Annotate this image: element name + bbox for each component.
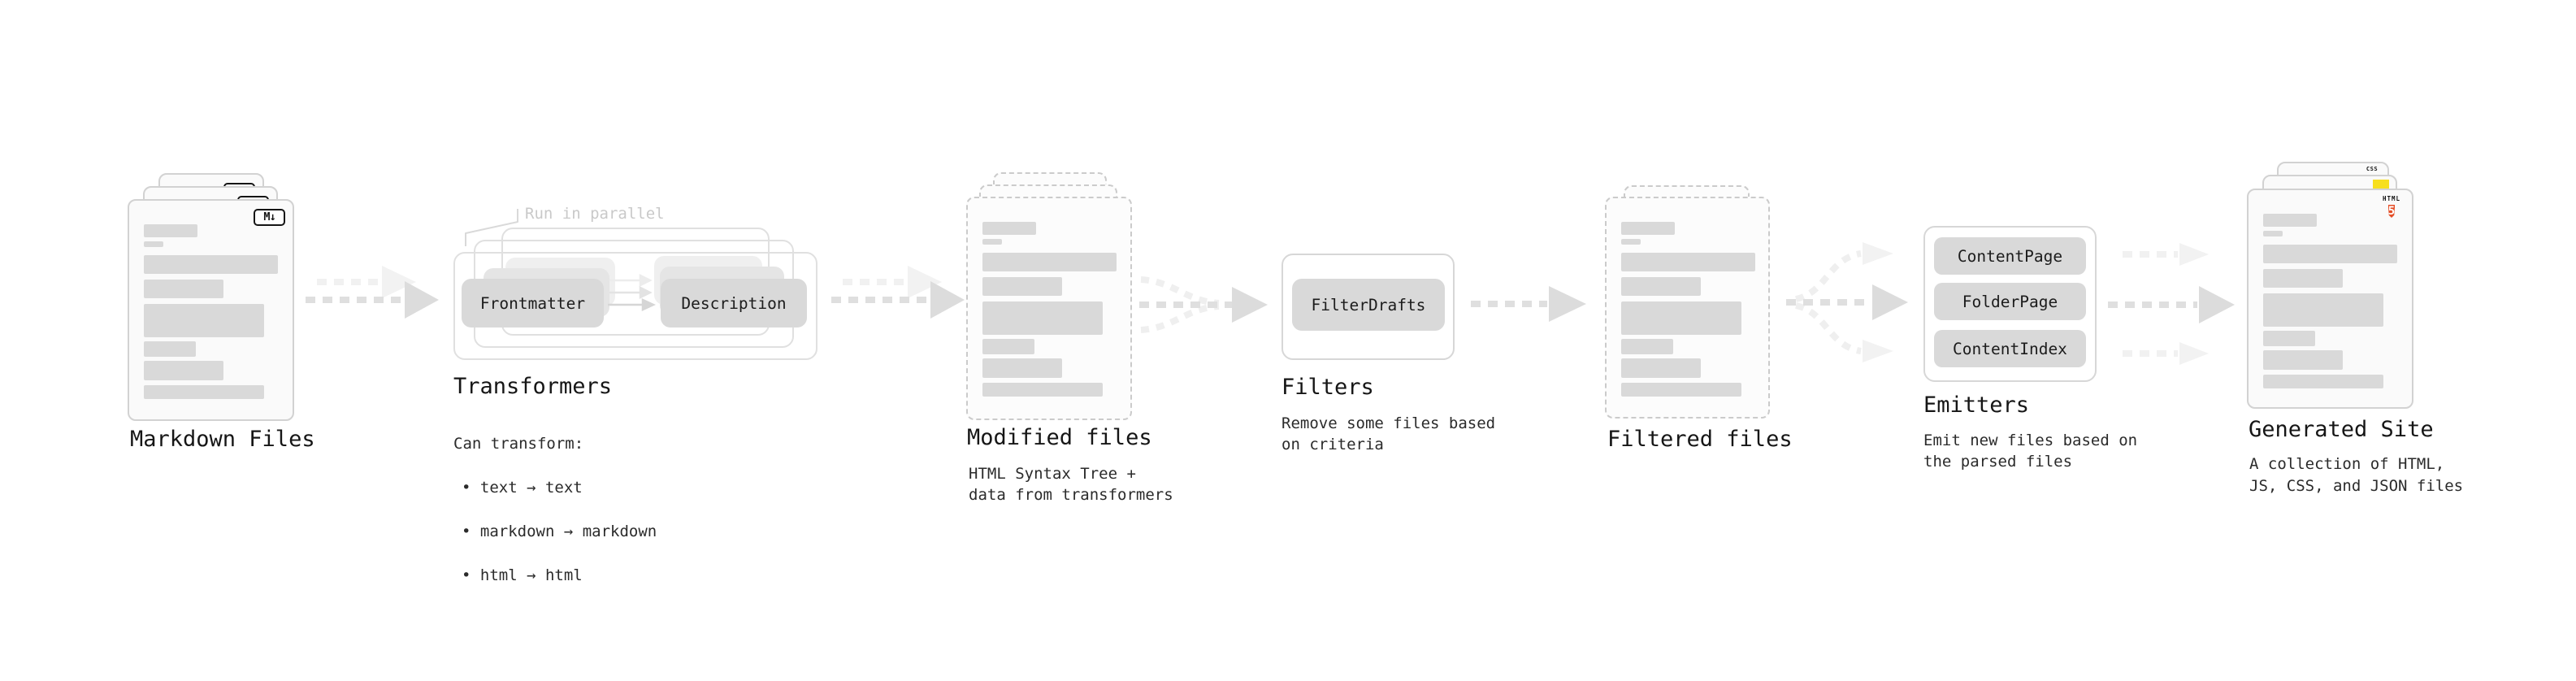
doc-text-line	[1621, 383, 1741, 397]
doc-text-line	[982, 277, 1062, 296]
transformers-subtitle: Can transform:	[453, 435, 584, 453]
doc-text-line	[2263, 214, 2317, 227]
doc-text-line	[2263, 231, 2283, 236]
arrow-markdown-to-transformers	[306, 266, 439, 319]
filters-description: Remove some files based on criteria	[1281, 414, 1496, 453]
generated-site-description: A collection of HTML, JS, CSS, and JSON …	[2249, 455, 2464, 495]
doc-text-line	[982, 301, 1103, 335]
stage-title-filtered-files: Filtered files	[1607, 427, 1793, 452]
emitter-chip-folderpage: FolderPage	[1934, 283, 2086, 320]
transformer-chip-frontmatter: Frontmatter	[462, 279, 604, 327]
chip-label: FilterDrafts	[1311, 295, 1426, 314]
chip-label: Frontmatter	[479, 293, 586, 313]
doc-text-line	[982, 383, 1103, 397]
doc-text-line	[1621, 301, 1741, 335]
markdown-file-card-front: M↓	[128, 199, 294, 421]
css-icon: CSS	[2363, 167, 2381, 172]
html5-icon-label: HTML	[2382, 195, 2401, 202]
doc-text-line	[982, 222, 1036, 235]
doc-text-line	[2263, 293, 2383, 327]
doc-text-line	[2263, 331, 2315, 346]
doc-text-line	[144, 255, 278, 274]
modified-files-description: HTML Syntax Tree + data from transformer…	[969, 465, 1173, 504]
doc-text-line	[1621, 222, 1675, 235]
doc-text-line	[1621, 277, 1701, 296]
arrow-transformers-to-modified	[831, 266, 965, 319]
filtered-file-card-front	[1605, 197, 1770, 419]
emitters-description: Emit new files based on the parsed files	[1923, 432, 2138, 471]
arrow-filtered-to-emitters-diverge	[1786, 242, 1908, 362]
doc-text-line	[1621, 253, 1755, 271]
arrow-emitters-to-generated	[2108, 243, 2235, 365]
transform-bullet: • text → text	[462, 479, 583, 497]
markdown-icon: M↓	[254, 209, 285, 226]
transformer-chip-description: Description	[661, 279, 807, 327]
css-icon-label: CSS	[2366, 166, 2379, 172]
doc-text-line	[2263, 245, 2397, 263]
stage-title-transformers: Transformers	[453, 374, 613, 399]
doc-text-line	[982, 253, 1117, 271]
doc-text-line	[2263, 350, 2343, 370]
generated-file-card-front: HTML 5	[2247, 189, 2413, 409]
arrow-modified-to-filters-converge	[1139, 276, 1268, 333]
transformer-layer-frame-front	[453, 252, 817, 360]
arrow-filters-to-filtered	[1471, 286, 1586, 322]
doc-text-line	[144, 241, 163, 247]
transform-bullet: • markdown → markdown	[462, 523, 657, 540]
html5-icon: HTML 5	[2381, 196, 2402, 220]
emitter-chip-contentpage: ContentPage	[1934, 237, 2086, 275]
chip-label: FolderPage	[1962, 292, 2058, 311]
filter-chip-filterdrafts: FilterDrafts	[1292, 279, 1445, 331]
doc-text-line	[144, 304, 264, 337]
html5-shield: 5	[2387, 205, 2396, 218]
doc-text-line	[982, 339, 1034, 354]
doc-text-line	[2263, 269, 2343, 288]
stage-title-modified-files: Modified files	[967, 425, 1152, 450]
stage-title-generated-site: Generated Site	[2249, 417, 2434, 442]
modified-file-card-front	[966, 197, 1132, 420]
chip-label: ContentIndex	[1953, 339, 2067, 358]
doc-text-line	[144, 280, 223, 298]
stage-title-emitters: Emitters	[1923, 393, 2030, 418]
doc-text-line	[144, 361, 223, 380]
chip-label: Description	[681, 293, 787, 313]
doc-text-line	[982, 358, 1062, 378]
doc-text-line	[144, 385, 264, 399]
doc-text-line	[1621, 239, 1641, 245]
doc-text-line	[144, 341, 196, 357]
annotation-bracket	[465, 209, 518, 246]
doc-text-line	[144, 224, 197, 237]
doc-text-line	[982, 239, 1002, 245]
stage-title-markdown-files: Markdown Files	[130, 427, 315, 452]
stage-title-filters: Filters	[1281, 375, 1374, 400]
run-in-parallel-annotation: Run in parallel	[525, 205, 665, 223]
chip-label: ContentPage	[1957, 246, 2063, 266]
transformer-step-arrows	[608, 273, 656, 311]
doc-text-line	[1621, 339, 1673, 354]
doc-text-line	[2263, 375, 2383, 388]
doc-text-line	[1621, 358, 1701, 378]
emitter-chip-contentindex: ContentIndex	[1934, 330, 2086, 367]
transformers-description: Can transform: • text → text • markdown …	[453, 411, 657, 609]
js-icon	[2373, 180, 2389, 189]
transform-bullet: • html → html	[462, 566, 583, 584]
